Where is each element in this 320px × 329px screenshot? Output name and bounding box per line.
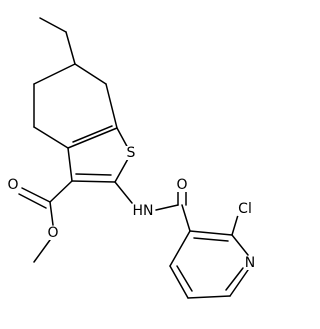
- bond-ethyl-ch2: [65, 31, 76, 65]
- amide-oxygen-label: O: [175, 177, 189, 193]
- bond-py-c6-c5: [187, 295, 231, 299]
- bond-ethyl-ch3: [39, 17, 67, 33]
- bond-c3a-c7a: [67, 127, 118, 149]
- bond-py-c2-n: [231, 234, 249, 256]
- bond-ester-c-o-double-a: [21, 187, 51, 203]
- bond-py-n-c6-double: [225, 267, 244, 291]
- chlorine-atom-label: Cl: [237, 201, 253, 217]
- bond-c3-ester-c: [49, 180, 73, 203]
- bond-py-c4-c3: [169, 230, 191, 267]
- ester-oxygen-label: O: [46, 225, 60, 241]
- bond-py-c2-cl: [231, 214, 239, 236]
- bond-ester-c-o: [49, 201, 54, 226]
- bond-c4-c3a: [33, 126, 69, 149]
- bond-c6-c7: [74, 63, 107, 85]
- structure-canvas: S HN O Cl N O O: [6, 17, 257, 299]
- bond-s-c2: [114, 156, 130, 183]
- bond-c2-c3-double: [75, 173, 112, 176]
- bond-amide-c-pyridine: [181, 204, 191, 232]
- bond-nh-amide-c: [155, 204, 179, 211]
- bond-c6-c5: [33, 63, 76, 85]
- bond-c7-c7a: [105, 83, 118, 129]
- bond-c2-c3: [71, 180, 116, 183]
- bond-c3a-c7a-double: [72, 125, 113, 143]
- carbonyl-oxygen-label: O: [6, 177, 20, 193]
- bond-py-c5-c4: [169, 265, 189, 299]
- bond-py-n-c6: [229, 269, 249, 297]
- sulfur-atom-label: S: [125, 145, 137, 161]
- bond-c3-c3a: [67, 147, 73, 182]
- pyridine-nitrogen-label: N: [243, 255, 257, 271]
- bond-drawing: [18, 17, 249, 299]
- bond-py-c3-c2-double: [193, 237, 229, 242]
- bond-py-c3-c2: [189, 230, 233, 236]
- bond-c2-nh: [114, 181, 133, 204]
- bond-ester-c-o-double-b: [18, 193, 47, 209]
- bond-o-methyl: [33, 239, 51, 263]
- bond-py-c5-c4-double: [176, 265, 193, 292]
- nh-atom-label: HN: [131, 203, 155, 219]
